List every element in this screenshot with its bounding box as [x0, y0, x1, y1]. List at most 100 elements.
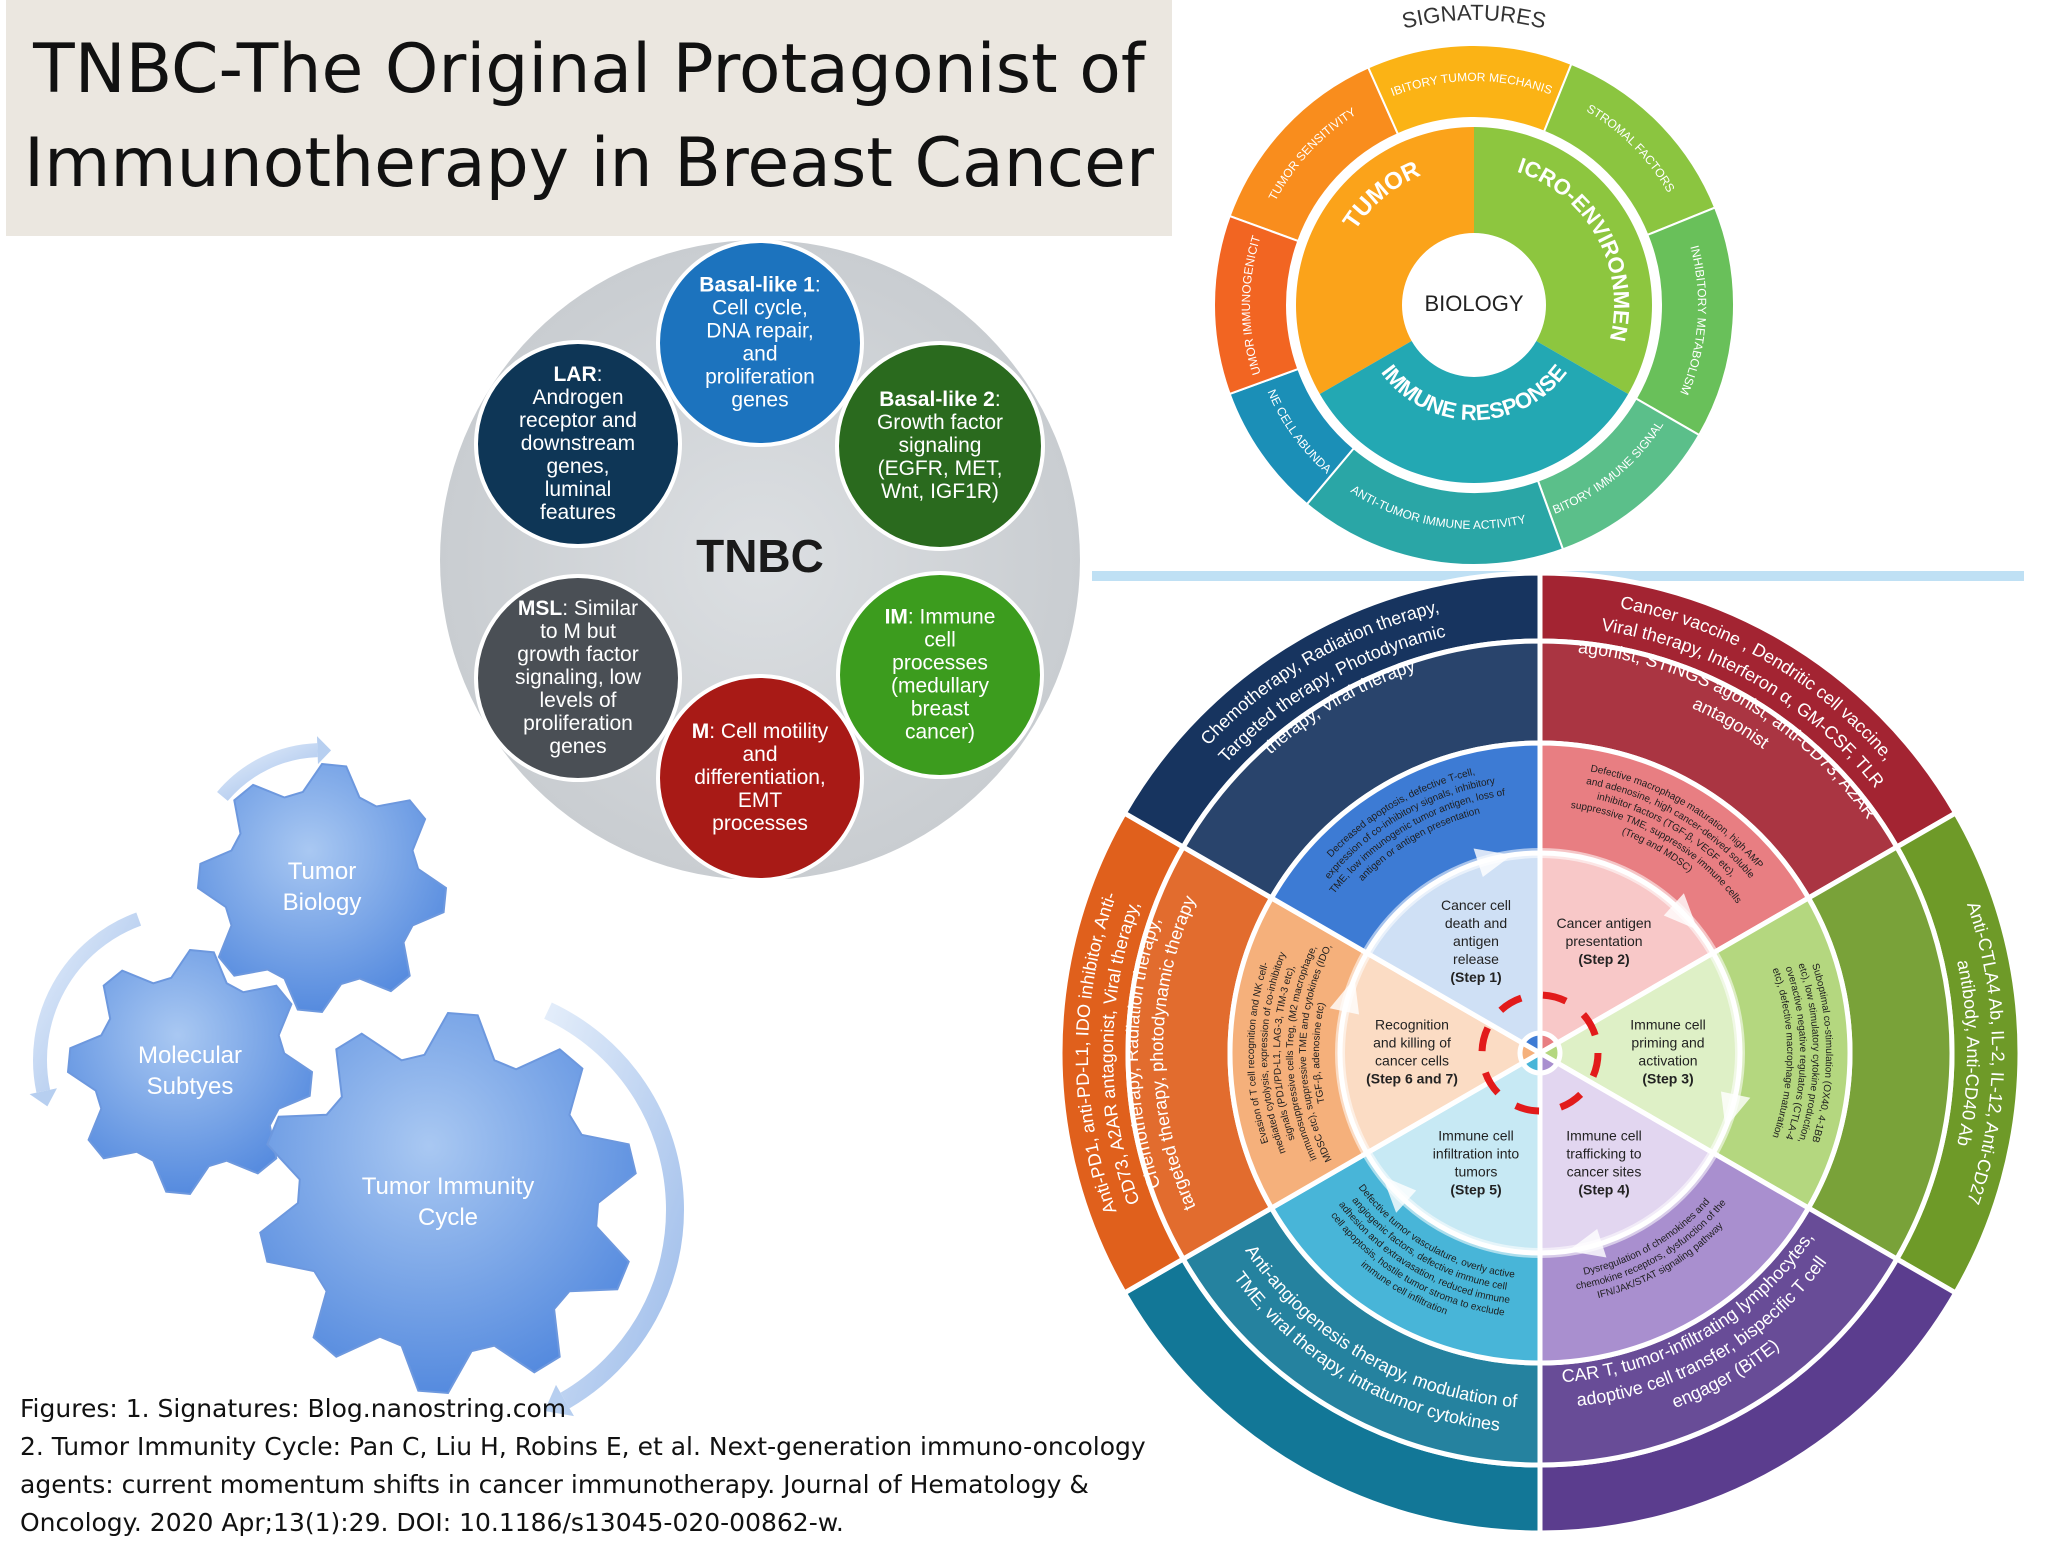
tnbc-subtype-label: breast [911, 697, 970, 720]
tnbc-subtype-label: downstream [521, 432, 635, 455]
cycle-step-label-line: Cancer antigen [1557, 915, 1652, 931]
gear-label-line: Tumor [288, 858, 356, 885]
gear-shape [259, 1011, 637, 1395]
tnbc-subtype-label-part: MSL [518, 597, 563, 620]
tnbc-subtype-label: signaling, low [515, 666, 642, 689]
tnbc-subtype-label-part: DNA repair, [706, 319, 813, 342]
tnbc-subtype-label-part: genes, [546, 455, 609, 478]
tnbc-center-label: TNBC [696, 530, 824, 582]
signature-outer-label-path: INHIBITORY TUMOR MECHANISMS [0, 0, 1554, 99]
tnbc-subtype-label: levels of [539, 689, 616, 712]
tnbc-subtype-label: M: Cell motility [692, 720, 829, 743]
tnbc-subtype-label-part: M [692, 720, 710, 743]
cycle-step-label-line: trafficking to [1566, 1146, 1641, 1162]
cycle-step-label-line: (Step 3) [1642, 1071, 1693, 1087]
tnbc-subtype-label: cancer) [905, 720, 975, 743]
tumor-immunity-cycle: Cancer antigen presentation (Step 2) Immune… [1057, 570, 2023, 1536]
tnbc-subtype-circle [474, 574, 682, 782]
signature-outer-segment [1213, 214, 1300, 396]
gear-label-line: Tumor Immunity [362, 1173, 534, 1200]
gear-cycle-arrow [544, 1002, 684, 1409]
cycle-step-label-line: (Step 2) [1578, 951, 1629, 967]
tnbc-subtype-label-part: cell [924, 628, 956, 651]
tnbc-subtype-label: genes, [546, 455, 609, 478]
reference-line: Figures: 1. Signatures: Blog.nanostring.… [20, 1394, 567, 1423]
tnbc-subtype-label-part: levels of [539, 689, 616, 712]
tnbc-subtype-label: processes [892, 651, 988, 674]
tnbc-subtype-label-part: Growth factor [877, 411, 1003, 434]
gear-label-line: Cycle [418, 1204, 478, 1231]
tnbc-subtype-label: Cell cycle, [712, 296, 808, 319]
gear-label-line: Subtyes [147, 1073, 234, 1100]
tnbc-subtype-label: and [742, 743, 777, 766]
tnbc-subtype-label: to M but [540, 620, 616, 643]
cycle-step-label-line: (Step 4) [1578, 1182, 1629, 1198]
tnbc-subtype-label-part: growth factor [517, 643, 638, 666]
tnbc-subtype-label: differentiation, [694, 766, 826, 789]
gear-cycle-arrow-head [544, 1384, 574, 1417]
tnbc-subtype-label: genes [549, 735, 606, 758]
tnbc-subtype-label: Growth factor [877, 411, 1003, 434]
cycle-step-label-line: death and [1445, 915, 1507, 931]
tnbc-subtype-label-part: and [742, 342, 777, 365]
tnbc-subtype-label: genes [731, 388, 788, 411]
tnbc-subtype-label-part: : Similar [562, 597, 638, 620]
tnbc-subtype-label-part: signaling [899, 434, 982, 457]
tnbc-subtype-circle [656, 674, 864, 882]
cycle-step-label-line: cancer cells [1375, 1053, 1449, 1069]
cycle-mechanism-text-path: TGF-β, adenosine etc) [1311, 1001, 1328, 1104]
cycle-step-label-line: presentation [1565, 933, 1642, 949]
tnbc-subtype-label-part: EMT [738, 789, 783, 812]
gear-cycle-arrow [217, 743, 318, 802]
tnbc-subtype-label-part: downstream [521, 432, 635, 455]
tnbc-subtype-label-part: cancer) [905, 720, 975, 743]
signature-center-label: BIOLOGY [1424, 291, 1523, 316]
tnbc-subtype-label-part: : Immune [908, 605, 996, 628]
tnbc-subtype-label: luminal [545, 478, 612, 501]
cycle-step-label-line: (Step 6 and 7) [1366, 1071, 1458, 1087]
tnbc-subtype-label-part: signaling, low [515, 666, 642, 689]
tnbc-subtype-label-part: genes [549, 735, 606, 758]
cycle-flow-arrow-ring [1335, 848, 1745, 1258]
cycle-step-label-line: priming and [1631, 1035, 1704, 1051]
cycle-step-label-line: Recognition [1375, 1017, 1449, 1033]
tnbc-subtype-circle [656, 239, 864, 447]
cycle-step-label-line: release [1453, 951, 1499, 967]
tnbc-subtype-label: (EGFR, MET, [878, 457, 1003, 480]
tnbc-subtype-label-part: (medullary [891, 674, 990, 697]
tnbc-subtype-label-part: processes [712, 812, 808, 835]
tnbc-subtype-label-part: proliferation [523, 712, 633, 735]
signature-center-circle [1404, 235, 1544, 375]
tnbc-subtype-label-part: : [815, 273, 821, 296]
tnbc-subtype-label: DNA repair, [706, 319, 813, 342]
tnbc-subtype-label: proliferation [523, 712, 633, 735]
tnbc-subtype-circle [835, 341, 1045, 551]
tnbc-subtype-label-part: : [995, 388, 1001, 411]
gear-shape [66, 948, 314, 1196]
tnbc-subtype-label-part: breast [911, 697, 970, 720]
tnbc-subtype-label-part: Basal-like 2 [879, 388, 995, 411]
tnbc-subtype-label: IM: Immune [885, 605, 996, 628]
tnbc-subtype-label: processes [712, 812, 808, 835]
tnbc-subtype-circle [474, 340, 682, 548]
references: Figures: 1. Signatures: Blog.nanostring.… [20, 1390, 1180, 1542]
signature-inner-immune-response [1319, 341, 1629, 483]
cycle-step-label-line: cancer sites [1567, 1164, 1642, 1180]
tnbc-subtype-label-part: : Cell motility [709, 720, 829, 743]
tnbc-subtype-label: proliferation [705, 365, 815, 388]
cycle-step-label-line: tumors [1455, 1164, 1498, 1180]
tnbc-subtype-label-part: LAR [553, 363, 596, 386]
tnbc-subtype-label: growth factor [517, 643, 638, 666]
gear-label-line: Biology [283, 889, 362, 916]
cycle-flow-arrowhead [1663, 893, 1698, 930]
signature-header-path: SIGNATURES [1400, 0, 1549, 34]
signature-inner-tumor [1295, 127, 1474, 394]
tnbc-subtype-label-part: (EGFR, MET, [878, 457, 1003, 480]
